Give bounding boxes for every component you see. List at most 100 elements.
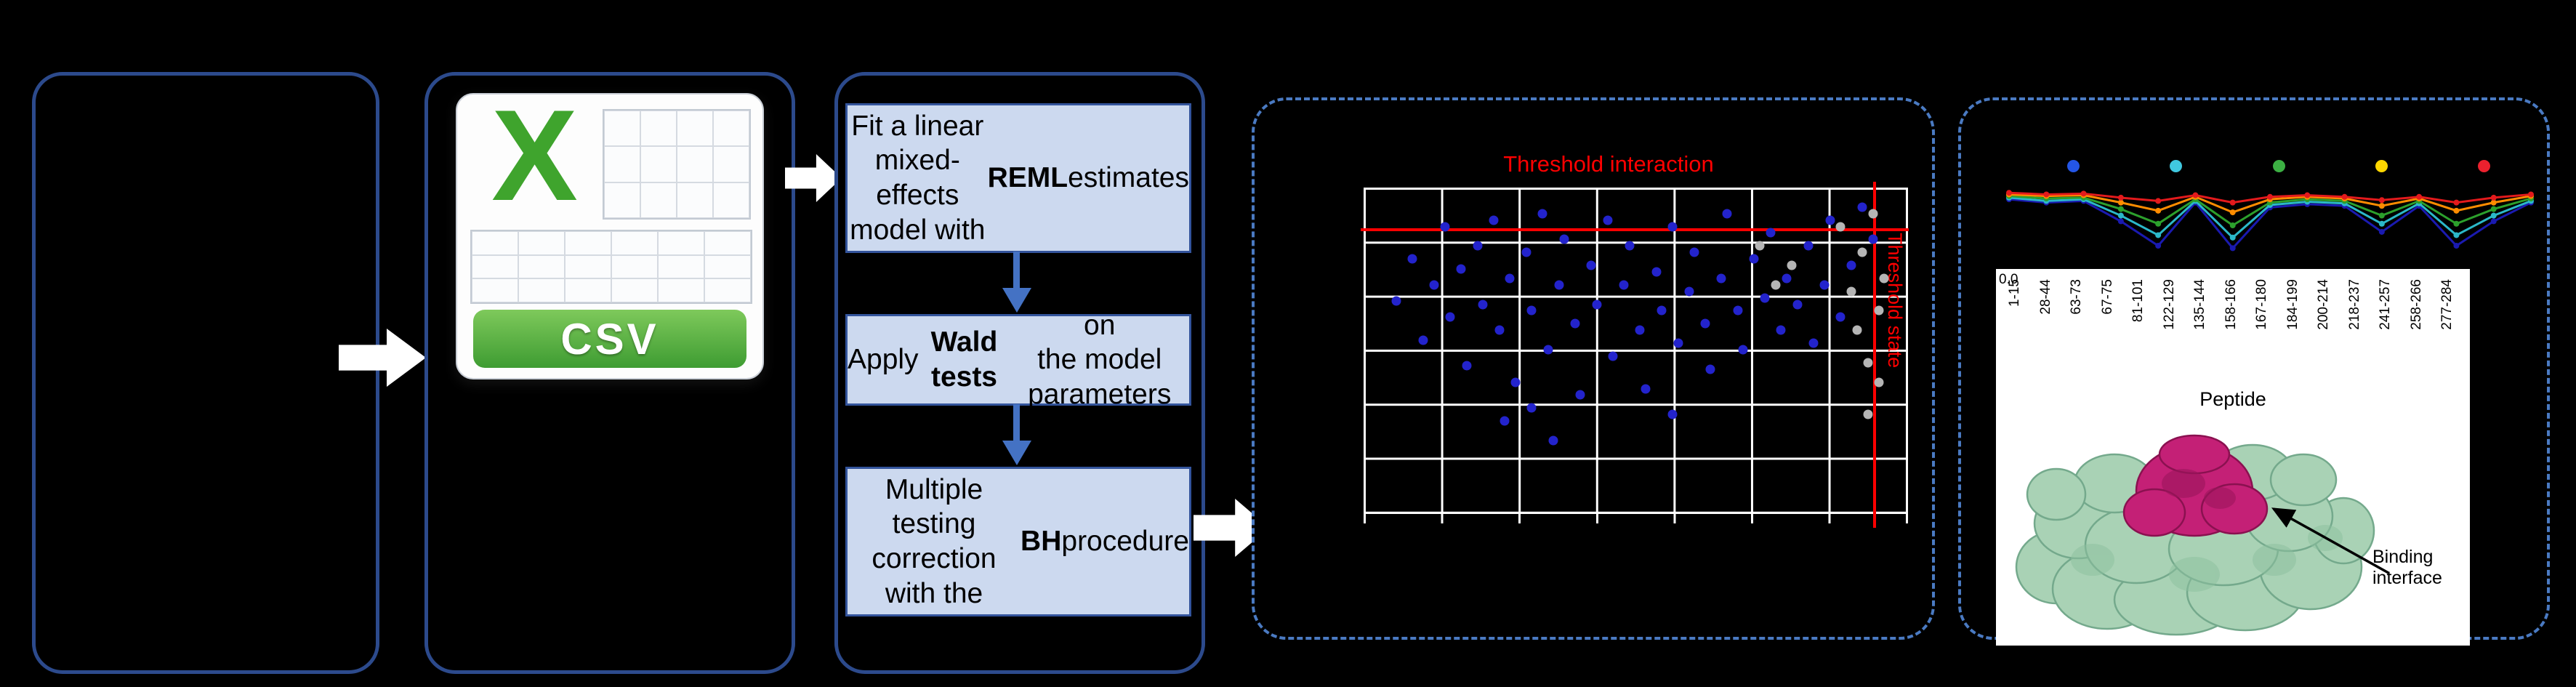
scatter-point xyxy=(1391,296,1401,306)
scatter-point xyxy=(1505,273,1515,284)
scatter-point xyxy=(1500,416,1510,426)
scatter-point xyxy=(1835,222,1846,232)
scatter-point xyxy=(1521,247,1531,257)
scatter-point xyxy=(1473,241,1483,251)
scatter-point xyxy=(1874,377,1884,387)
peptide-tick-label: 277-284 xyxy=(2439,279,2455,330)
peptide-tick-label: 28-44 xyxy=(2037,279,2053,315)
scatter-point xyxy=(1792,300,1803,310)
scatter-point xyxy=(1825,215,1835,225)
scatter-point xyxy=(1787,260,1797,270)
peptide-tick-label: 122-129 xyxy=(2161,279,2177,330)
peptide-tick-label: 218-237 xyxy=(2346,279,2362,330)
scatter-point xyxy=(1667,409,1678,419)
scatter-point xyxy=(1429,280,1439,290)
excel-x-icon: X xyxy=(491,83,578,228)
spreadsheet-grid-bottom xyxy=(470,230,752,304)
scatter-point xyxy=(1705,364,1715,374)
peptide-axis-panel: 0.0 1-15 28-44 63-73 67-75 81-101 122-129 135-… xyxy=(1996,269,2470,646)
flow-box-bh: Multiple testing correction with the BH … xyxy=(845,467,1191,616)
timepoint-dot xyxy=(2478,160,2490,172)
scatter-point xyxy=(1874,305,1884,316)
scatter-point xyxy=(1835,312,1846,322)
scatter-point xyxy=(1857,202,1867,212)
down-arrow-1-icon xyxy=(1013,252,1020,289)
scatter-point xyxy=(1738,345,1748,355)
scatter-point xyxy=(1667,222,1678,232)
csv-banner-label: CSV xyxy=(473,310,746,368)
scatter-point xyxy=(1749,254,1759,264)
down-arrow-2-icon xyxy=(1013,404,1020,441)
peptide-tick-label: 135-144 xyxy=(2192,279,2207,330)
timepoint-dot xyxy=(2375,160,2388,172)
threshold-interaction-line xyxy=(1361,228,1909,231)
scatter-point xyxy=(1684,286,1694,297)
scatter-point xyxy=(1608,351,1618,361)
peptide-tick-label: 158-166 xyxy=(2223,279,2239,330)
scatter-point xyxy=(1733,305,1743,316)
scatter-point xyxy=(1418,335,1428,345)
scatter-x-axis-ticks xyxy=(1364,514,1909,523)
peptide-tick-label: 1-15 xyxy=(2007,279,2022,308)
scatter-point xyxy=(1543,345,1553,355)
scatter-point xyxy=(1808,338,1819,348)
scatter-point xyxy=(1625,241,1635,251)
scatter-point xyxy=(1489,215,1499,225)
threshold-state-line xyxy=(1873,182,1877,528)
scatter-point xyxy=(1771,280,1781,290)
scatter-point xyxy=(1760,293,1770,303)
spreadsheet-grid-top xyxy=(603,109,751,220)
scatter-point xyxy=(1462,361,1472,371)
scatter-point xyxy=(1559,234,1569,244)
peptide-tick-label: 184-199 xyxy=(2285,279,2301,330)
csv-file-icon: X CSV xyxy=(456,84,764,379)
y-axis-tick-label: 0.0 xyxy=(1999,272,2018,287)
peptide-tick-label: 63-73 xyxy=(2069,279,2084,315)
scatter-point xyxy=(1803,241,1814,251)
down-arrowhead-2-icon xyxy=(1002,441,1031,465)
timepoint-dot xyxy=(2067,160,2080,172)
peptide-tick-label: 258-266 xyxy=(2408,279,2424,330)
scatter-point xyxy=(1776,325,1786,335)
scatter-point xyxy=(1879,273,1889,284)
scatter-point xyxy=(1700,318,1710,329)
scatter-point xyxy=(1570,318,1580,329)
protein-structure-image xyxy=(2015,434,2375,636)
csv-panel: X CSV xyxy=(424,72,795,674)
binding-interface-label: Binding interface xyxy=(2372,547,2442,588)
scatter-point xyxy=(1863,358,1873,368)
timepoint-legend xyxy=(2067,160,2490,172)
scatter-point xyxy=(1868,209,1878,219)
scatter-point xyxy=(1722,209,1732,219)
scatter-point xyxy=(1689,247,1699,257)
scatter-point xyxy=(1673,338,1683,348)
peptide-tick-label: 167-180 xyxy=(2254,279,2269,330)
peptide-axis-labels: 1-15 28-44 63-73 67-75 81-101 122-129 135-144 1… xyxy=(2007,279,2455,330)
scatter-title: Threshold interaction xyxy=(1503,151,1714,177)
scatter-point xyxy=(1716,273,1726,284)
timepoint-dot xyxy=(2272,160,2285,172)
peptide-tick-label: 81-101 xyxy=(2130,279,2146,323)
scatter-point xyxy=(1548,435,1558,446)
peptide-tick-label: 200-214 xyxy=(2316,279,2331,330)
scatter-point xyxy=(1407,254,1417,264)
scatter-point xyxy=(1819,280,1830,290)
scatter-point xyxy=(1863,409,1873,419)
scatter-plot-area: Threshold state xyxy=(1361,182,1909,528)
scatter-point xyxy=(1846,286,1856,297)
scatter-point xyxy=(1494,325,1504,335)
scatter-point xyxy=(1586,260,1596,270)
peptide-tick-label: 67-75 xyxy=(2099,279,2115,315)
scatter-point xyxy=(1755,241,1765,251)
scatter-point xyxy=(1868,234,1878,244)
scatter-point xyxy=(1456,264,1466,273)
scatter-point xyxy=(1445,312,1455,322)
scatter-point xyxy=(1619,280,1629,290)
scatter-point xyxy=(1537,209,1547,219)
scatter-point xyxy=(1510,377,1521,387)
scatter-point xyxy=(1526,403,1537,413)
scatter-point xyxy=(1852,325,1862,335)
scatter-point xyxy=(1766,228,1775,238)
scatter-point xyxy=(1478,300,1488,310)
